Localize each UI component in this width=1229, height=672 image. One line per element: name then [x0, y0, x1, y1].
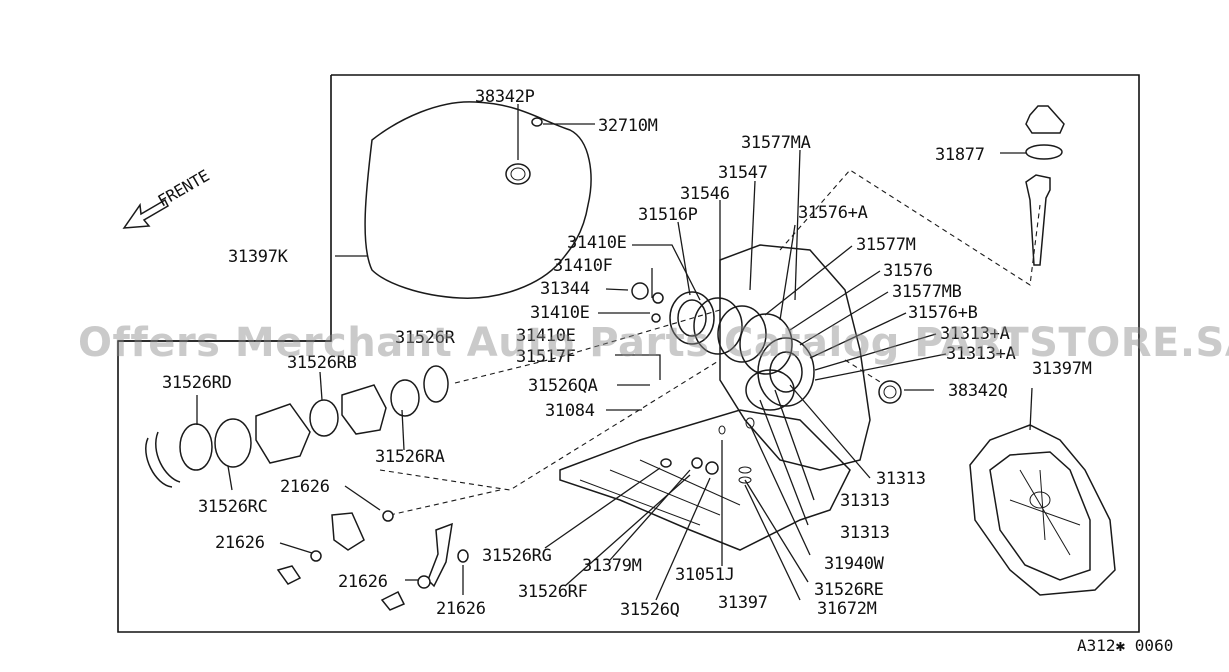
label-21626-d: 21626: [436, 599, 486, 619]
label-31672m: 31672M: [817, 599, 877, 619]
label-31526rd: 31526RD: [162, 373, 232, 393]
label-31547: 31547: [718, 163, 768, 183]
label-31576a: 31576+A: [798, 203, 868, 223]
label-31526re: 31526RE: [814, 580, 884, 600]
part-labels: 38342P 32710M 31577MA 31877 31547 31546 …: [162, 87, 1092, 620]
label-31940w: 31940W: [824, 554, 885, 574]
label-31313a-b: 31313+A: [946, 344, 1016, 364]
label-31313a-a: 31313+A: [940, 324, 1010, 344]
label-21626-b: 21626: [215, 533, 265, 553]
label-31379m: 31379M: [582, 556, 642, 576]
label-38342p: 38342P: [475, 87, 535, 107]
label-31576b: 31576+B: [908, 303, 978, 323]
label-31516p: 31516P: [638, 205, 698, 225]
label-31526rf: 31526RF: [518, 582, 588, 602]
direction-label: FRENTE: [155, 166, 213, 210]
governor-31877: [1025, 105, 1065, 266]
label-31410e-c: 31410E: [516, 326, 576, 346]
label-31313-a: 31313: [876, 469, 926, 489]
reference-lines: [379, 169, 1041, 516]
converter-housing-31397m: [969, 424, 1116, 596]
fittings: [276, 510, 469, 611]
gasket-31397k: [364, 101, 592, 299]
label-31410f: 31410F: [553, 256, 613, 276]
label-31410e-a: 31410E: [567, 233, 627, 253]
small-rings: [660, 380, 902, 484]
label-31084: 31084: [545, 401, 595, 421]
label-31577ma: 31577MA: [741, 133, 811, 153]
label-31410e-b: 31410E: [530, 303, 590, 323]
label-31397k: 31397K: [228, 247, 289, 267]
direction-arrow: FRENTE: [122, 166, 213, 229]
label-31313-c: 31313: [840, 523, 890, 543]
label-38342q: 38342Q: [948, 381, 1008, 401]
watermark: Offers Merchant Auto Parts Catalog PARTS…: [78, 320, 1229, 366]
label-31526qa: 31526QA: [528, 376, 598, 396]
seal-32710m: [531, 117, 543, 127]
label-31526ra: 31526RA: [375, 447, 445, 467]
label-31577mb: 31577MB: [892, 282, 962, 302]
label-31577m: 31577M: [856, 235, 916, 255]
label-31051j: 31051J: [675, 565, 735, 585]
figure-code: A312✱ 0060: [1077, 636, 1173, 655]
label-31526rg: 31526RG: [482, 546, 552, 566]
label-31526q: 31526Q: [620, 600, 680, 620]
label-31546: 31546: [680, 184, 730, 204]
label-31526r: 31526R: [395, 328, 456, 348]
leader-lines: [196, 104, 1033, 601]
label-31526rc: 31526RC: [198, 497, 268, 517]
label-31397: 31397: [718, 593, 768, 613]
label-31526rb: 31526RB: [287, 353, 357, 373]
label-21626-c: 21626: [338, 572, 388, 592]
clutch-pack: [145, 365, 449, 488]
transmission-case: [559, 409, 851, 551]
label-31517f: 31517F: [516, 347, 576, 367]
label-21626-a: 21626: [280, 477, 330, 497]
label-31397m: 31397M: [1032, 359, 1092, 379]
label-31877: 31877: [935, 145, 985, 165]
label-31576: 31576: [883, 261, 933, 281]
label-31313-b: 31313: [840, 491, 890, 511]
label-31344: 31344: [540, 279, 590, 299]
label-32710m: 32710M: [598, 116, 658, 136]
